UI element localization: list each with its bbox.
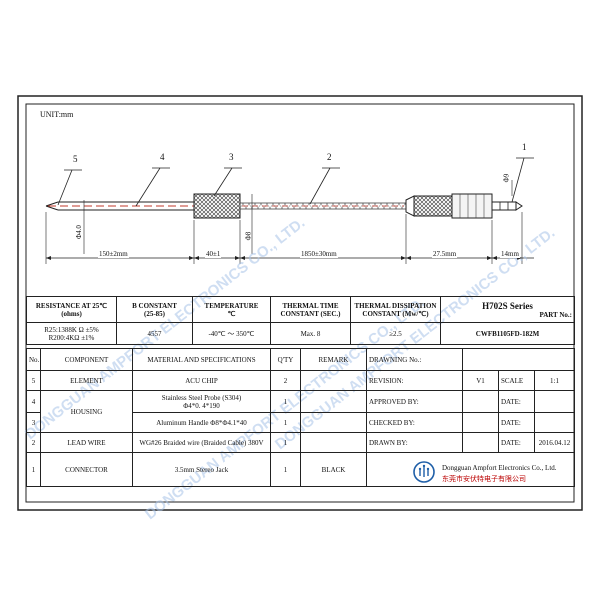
outer-border [17,95,583,511]
row-material: ACU CHIP [132,370,271,391]
drawn-value [462,432,499,453]
dim-jack-body: 27.5mm [432,250,458,258]
company-cell [365,452,576,487]
balloon-1: 1 [522,142,527,152]
approved-date-value [533,390,576,413]
dim-plug-length: 14mm [500,250,520,258]
bom-header-no: No. [26,348,41,371]
approved-value [462,390,499,413]
row-no: 2 [26,432,41,453]
balloon-2: 2 [327,152,332,162]
drawn-date-label: DATE: [498,432,535,453]
row-material: WG#26 Braided wire (Braided Cable) 380V [132,432,271,453]
row-no: 5 [26,370,41,391]
approved-date-label: DATE: [498,390,535,413]
bom-table: No. COMPONENT MATERIAL AND SPECIFICATION… [26,348,576,487]
balloon-3: 3 [229,152,234,162]
company-name-en: Dongguan Ampfort Electronics Co., Ltd. [442,464,557,472]
drawing-no-value [461,348,576,371]
tdc-value: ≥2.5 [350,322,441,345]
row-no: 3 [26,412,41,433]
probe-drawing [45,201,194,211]
row-remark [300,412,367,433]
unit-label: UNIT:mm [40,110,74,119]
resistance-header: RESISTANCE AT 25℃(ohms) [26,296,117,323]
row-material: Stainless Steel Probe (S304)Φ4*0. 4*190 [132,390,271,413]
stereo-jack [405,193,523,219]
dim-probe-length: 150±2mm [98,250,129,258]
bom-header-material: MATERIAL AND SPECIFICATIONS [132,348,271,371]
temp-header: TEMPERATURE℃ [192,296,271,323]
balloon-5: 5 [73,154,78,164]
table-row: 4 HOUSING Stainless Steel Probe (S304)Φ4… [26,390,576,433]
aluminum-handle [193,193,241,219]
spec-table: RESISTANCE AT 25℃(ohms) B CONSTANT(25-85… [26,296,575,345]
revision-label: REVISION: [366,370,463,391]
row-remark: BLACK [300,452,367,487]
dim-cable-length: 1850±30mm [300,250,338,258]
resistance-value: R25:1388K Ω ±5%R200:4KΩ ±1% [26,322,117,345]
ttc-value: Max. 8 [270,322,351,345]
row-component: HOUSING [40,390,133,433]
row-no: 4 [26,390,41,413]
row-qty: 1 [270,452,301,487]
row-qty: 1 [270,390,301,413]
table-row: 1 CONNECTOR 3.5mm Stereo Jack 1 BLACK [26,452,576,487]
bom-header-qty: Q'TY [270,348,301,371]
bconst-header: B CONSTANT(25-85) [116,296,193,323]
checked-date-label: DATE: [498,412,535,433]
balloon-4: 4 [160,152,165,162]
dim-handle-length: 40±1 [205,250,222,258]
row-no: 1 [26,452,41,487]
company-name-cn: 东莞市安伏特电子有限公司 [442,475,526,483]
company-logo-icon [413,461,435,483]
checked-label: CHECKED BY: [366,412,463,433]
table-row: 2 LEAD WIRE WG#26 Braided wire (Braided … [26,432,576,453]
row-material: Aluminum Handle Φ8*Φ4.1*40 [132,412,271,433]
approved-label: APPROVED BY: [366,390,463,413]
bom-header-remark: REMARK [300,348,367,371]
row-material: 3.5mm Stereo Jack [132,452,271,487]
row-component: ELEMENT [40,370,133,391]
row-component: CONNECTOR [40,452,133,487]
part-number: CWFB1105FD-182M [440,322,575,345]
dim-handle-diameter: Φ8 [244,231,253,241]
row-remark [300,432,367,453]
scale-label: SCALE [498,370,535,391]
dim-jack-diameter: Φ9 [502,173,511,183]
row-component: LEAD WIRE [40,432,133,453]
drawn-date-value: 2016.04.12 [533,432,576,453]
row-remark [300,390,367,413]
company-name: Dongguan Ampfort Electronics Co., Ltd. 东… [442,463,557,485]
row-qty: 1 [270,412,301,433]
row-qty: 1 [270,432,301,453]
row-qty: 2 [270,370,301,391]
drawing-no-label: DRAWNING No.: [366,348,463,371]
bom-header-component: COMPONENT [40,348,133,371]
scale-value: 1:1 [533,370,576,391]
table-row: 5 ELEMENT ACU CHIP 2 REVISION: V1 SCALE … [26,370,576,391]
revision-value: V1 [462,370,499,391]
checked-value [462,412,499,433]
row-remark [300,370,367,391]
table-row: 3 Aluminum Handle Φ8*Φ4.1*40 1 CHECKED B… [26,412,576,433]
drawn-label: DRAWN BY: [366,432,463,453]
checked-date-value [533,412,576,433]
temp-value: -40℃ ～ 350℃ [192,322,271,345]
bconst-value: 4557 [116,322,193,345]
dim-probe-diameter: Φ4.0 [74,225,83,239]
